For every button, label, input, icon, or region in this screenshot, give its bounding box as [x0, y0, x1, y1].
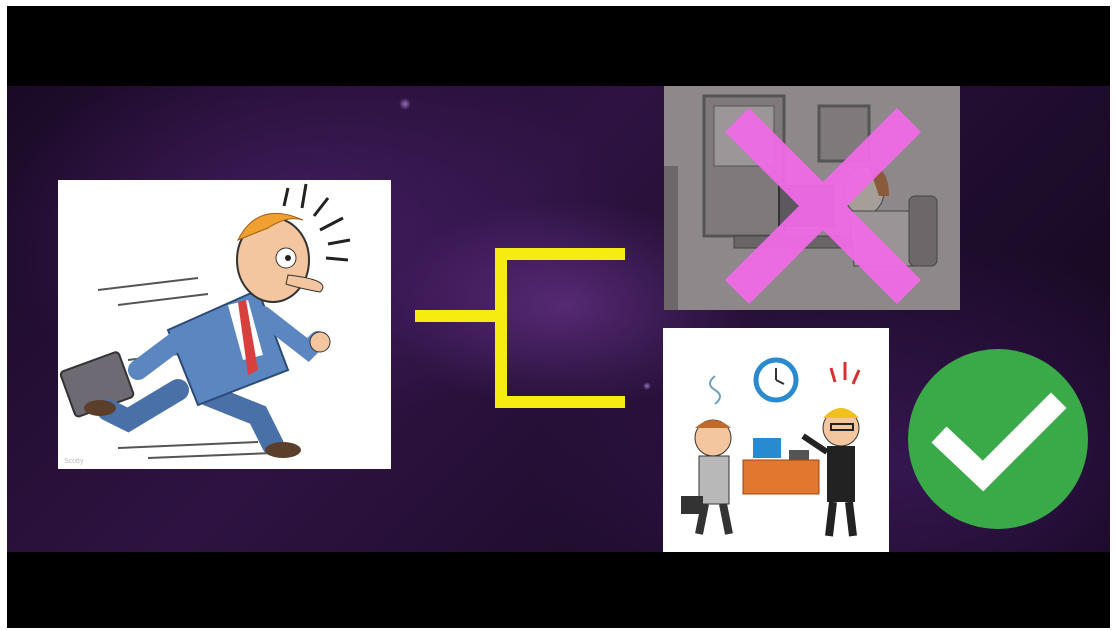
clock-icon	[756, 360, 796, 400]
letterbox-top	[7, 6, 1110, 86]
branch-bracket	[415, 238, 627, 408]
watermark-text: Scotty	[64, 458, 83, 465]
running-businessman-illustration: Scotty	[58, 180, 391, 469]
x-mark-icon	[717, 106, 927, 306]
late-employee-boss-illustration	[663, 328, 889, 552]
check-mark-icon	[907, 348, 1089, 530]
video-frame: Scotty	[7, 6, 1110, 628]
letterbox-bottom	[7, 552, 1110, 628]
